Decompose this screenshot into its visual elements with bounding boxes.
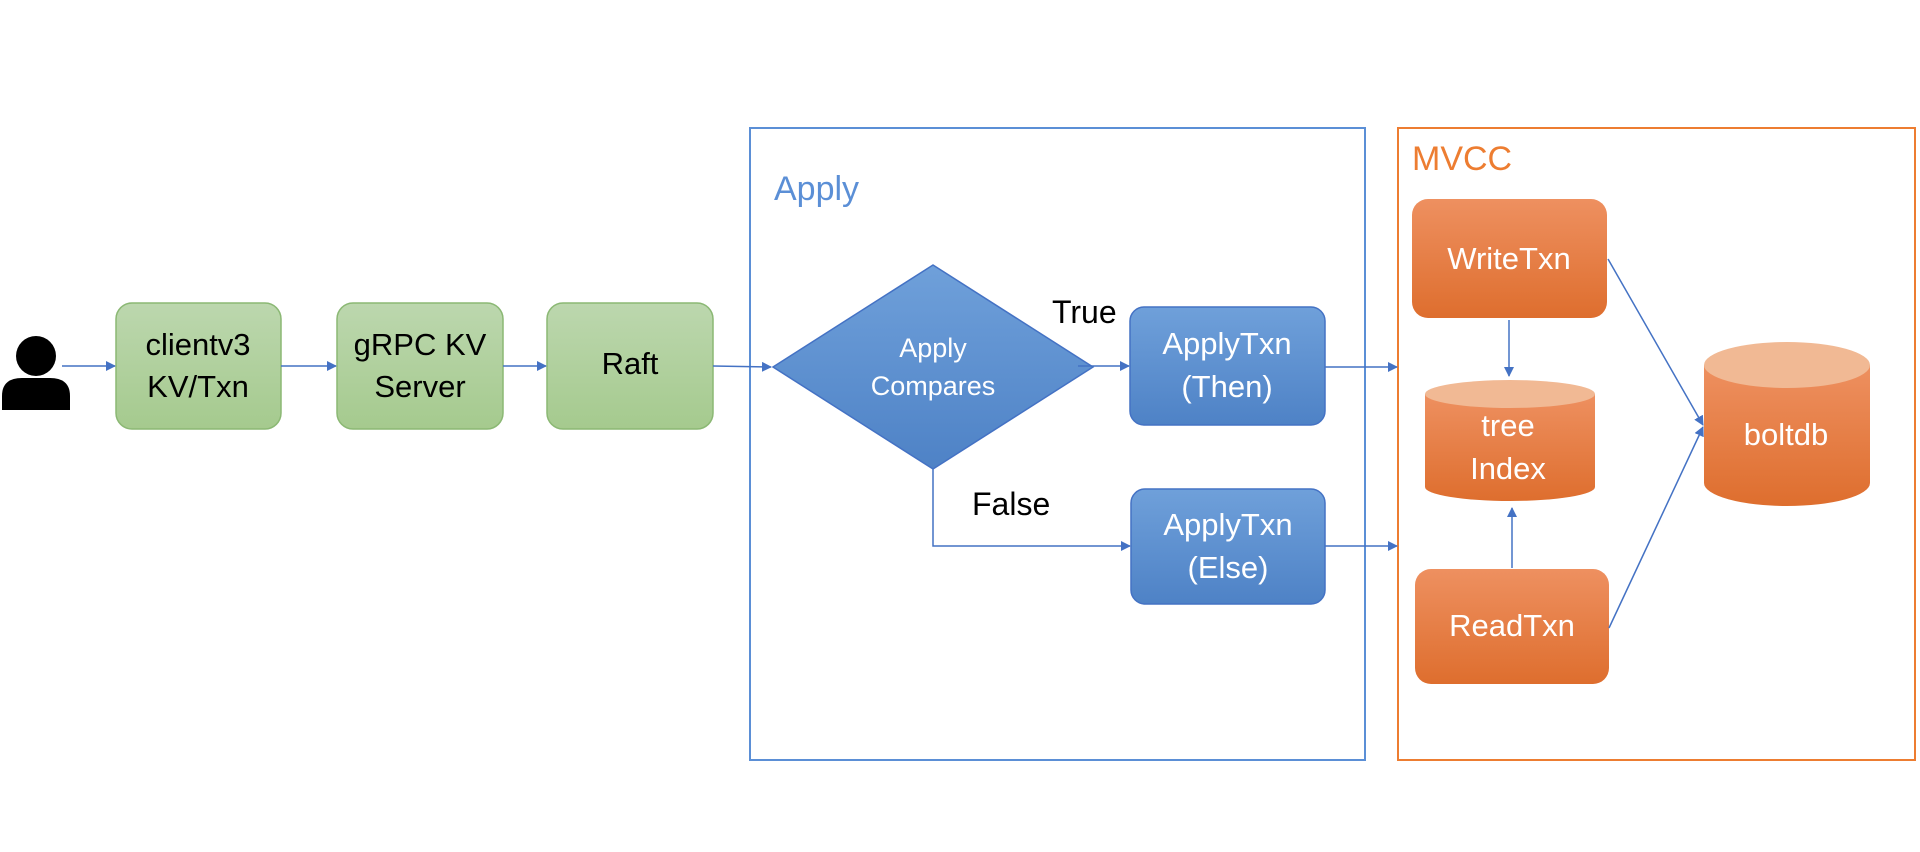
boltdb-label: boltdb — [1744, 417, 1828, 452]
arrow-write-txn-to-boltdb — [1607, 258, 1704, 426]
apply-txn-then-label-line2: (Then) — [1181, 369, 1272, 404]
user-icon — [2, 336, 70, 410]
apply-compares-decision: Apply Compares — [771, 264, 1095, 470]
mvcc-group-label: MVCC — [1412, 140, 1512, 178]
apply-txn-then-label-line1: ApplyTxn — [1162, 326, 1291, 361]
raft-node: Raft — [546, 302, 714, 430]
clientv3-label-line2: KV/Txn — [147, 369, 249, 404]
boltdb-cylinder: boltdb — [1704, 342, 1870, 506]
apply-txn-else-label-line1: ApplyTxn — [1163, 507, 1292, 542]
arrow-read-txn-to-boltdb — [1608, 426, 1704, 629]
grpc-label-line1: gRPC KV — [354, 327, 487, 362]
read-txn-label: ReadTxn — [1449, 608, 1575, 643]
tree-index-cylinder: tree Index — [1425, 380, 1595, 501]
clientv3-label-line1: clientv3 — [145, 327, 250, 362]
apply-txn-else-label-line2: (Else) — [1188, 550, 1269, 585]
tree-index-label-line2: Index — [1470, 451, 1546, 486]
arrow-raft-to-apply-compares — [712, 361, 772, 372]
true-branch-label: True — [1052, 294, 1117, 330]
apply-compares-label-line1: Apply — [899, 333, 967, 363]
connectors — [62, 258, 1704, 629]
raft-label: Raft — [602, 346, 659, 381]
write-txn-node: WriteTxn — [1412, 199, 1607, 318]
apply-txn-then-node: ApplyTxn (Then) — [1129, 306, 1326, 426]
mvcc-group-border — [1397, 127, 1916, 761]
apply-group-label: Apply — [774, 170, 859, 208]
clientv3-node: clientv3 KV/Txn — [115, 302, 282, 430]
write-txn-label: WriteTxn — [1447, 241, 1570, 276]
grpc-label-line2: Server — [374, 369, 465, 404]
apply-compares-label-line2: Compares — [871, 371, 996, 401]
apply-group-border — [749, 127, 1366, 761]
grpc-kv-server-node: gRPC KV Server — [336, 302, 504, 430]
read-txn-node: ReadTxn — [1415, 569, 1609, 684]
false-branch-label: False — [972, 486, 1050, 522]
arrow-false-to-apply-else — [932, 469, 1131, 551]
apply-txn-else-node: ApplyTxn (Else) — [1130, 488, 1326, 605]
tree-index-label-line1: tree — [1481, 408, 1534, 443]
